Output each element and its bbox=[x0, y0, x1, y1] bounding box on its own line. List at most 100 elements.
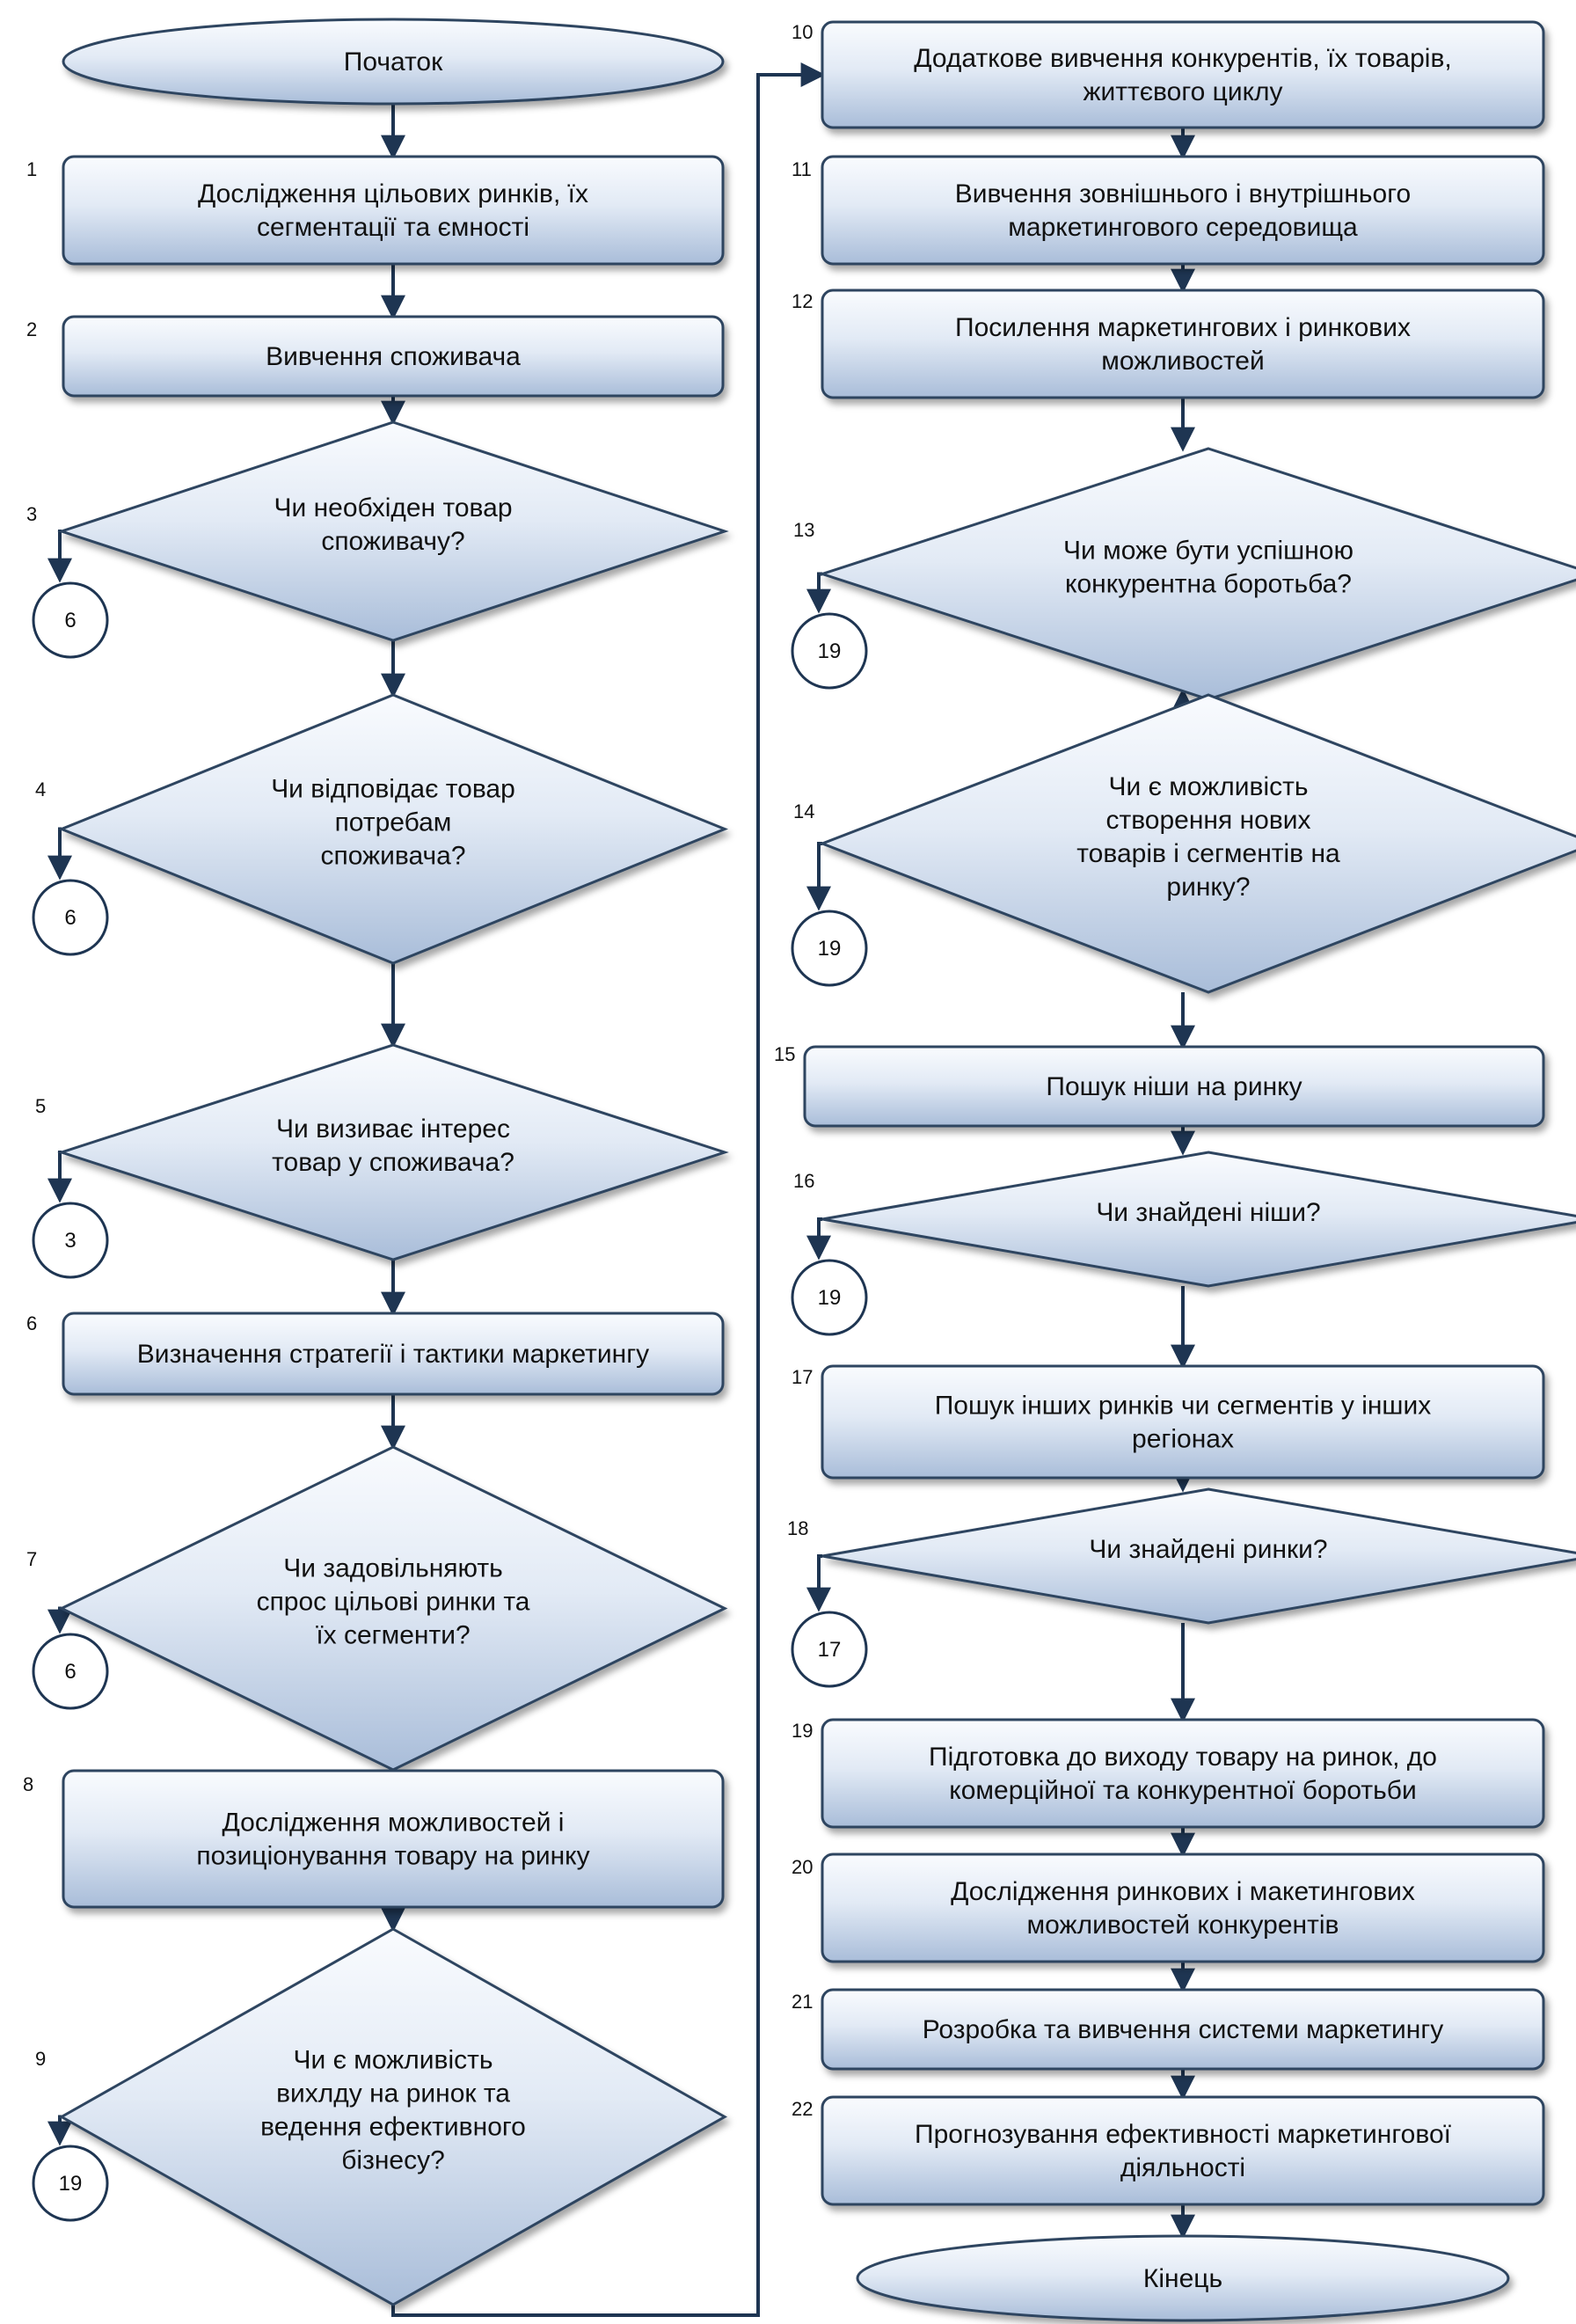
step-1-text-line: Дослідження цільових ринків, їх bbox=[198, 179, 588, 208]
process-box bbox=[62, 1312, 725, 1396]
decision-diamond bbox=[821, 1151, 1576, 1288]
step-12-text-line: можливостей bbox=[1101, 347, 1264, 376]
step-4-text-line: Чи відповідає товар bbox=[271, 775, 515, 804]
step-14-text-line: ринку? bbox=[1166, 873, 1250, 902]
step-number: 17 bbox=[792, 1366, 813, 1388]
step-number: 22 bbox=[792, 2098, 813, 2120]
step-number: 13 bbox=[793, 519, 814, 541]
step-4-text-line: потребам bbox=[335, 808, 452, 837]
step-number: 6 bbox=[26, 1312, 37, 1334]
start-shape bbox=[62, 18, 725, 106]
decision-diamond bbox=[821, 1487, 1576, 1625]
process-box bbox=[821, 2095, 1545, 2206]
process-box bbox=[803, 1045, 1545, 1128]
connector-circle bbox=[32, 1202, 109, 1279]
connector-label: 6 bbox=[64, 609, 76, 632]
step-1-text-line: сегментації та ємності bbox=[257, 213, 529, 242]
step-20-text-line: можливостей конкурентів bbox=[1027, 1911, 1339, 1940]
connector-label: 3 bbox=[64, 1229, 76, 1253]
step-number: 1 bbox=[26, 158, 37, 180]
step-7-text-line: Чи задовільняють bbox=[283, 1554, 502, 1583]
connector-circle bbox=[32, 581, 109, 659]
branch-line bbox=[47, 530, 72, 583]
start-label: Початок bbox=[344, 48, 443, 77]
step-18-text-line: Чи знайдені ринки? bbox=[1089, 1535, 1327, 1564]
branch-line bbox=[806, 1554, 831, 1612]
step-number: 10 bbox=[792, 21, 813, 43]
step-9-text-line: Чи є можливість bbox=[293, 2046, 492, 2075]
process-8: Дослідження можливостей і позиціонування … bbox=[23, 1769, 725, 1909]
branch-line bbox=[806, 572, 831, 614]
step-number: 11 bbox=[792, 158, 812, 180]
process-1: Дослідження цільових ринків, їх сегментац… bbox=[26, 155, 725, 266]
step-6-text-line: Визначення стратегії і тактики маркетинг… bbox=[137, 1340, 649, 1369]
step-number: 4 bbox=[35, 778, 46, 800]
branch-line bbox=[47, 827, 72, 881]
step-number: 15 bbox=[774, 1043, 795, 1065]
step-number: 14 bbox=[793, 800, 814, 822]
connector-circle bbox=[32, 1633, 109, 1710]
connector-label: 6 bbox=[64, 1660, 76, 1684]
step-number: 19 bbox=[792, 1720, 813, 1742]
process-box bbox=[62, 315, 725, 398]
connector-circle bbox=[32, 2145, 109, 2222]
process-6: Визначення стратегії і тактики маркетинг… bbox=[26, 1312, 725, 1396]
process-box bbox=[821, 1853, 1545, 1963]
decision-diamond bbox=[57, 420, 729, 642]
decision-diamond bbox=[58, 1927, 728, 2306]
decision-4: Чи відповідає товар потребам споживача? 4 6 bbox=[32, 693, 729, 965]
step-number: 3 bbox=[26, 503, 37, 525]
connector-label: 17 bbox=[818, 1638, 842, 1662]
step-19-text-line: комерційної та конкурентної боротьби bbox=[949, 1776, 1416, 1805]
step-16-text-line: Чи знайдені ніши? bbox=[1096, 1198, 1320, 1227]
process-21: Розробка та вивчення системи маркетингу 2… bbox=[792, 1988, 1545, 2071]
branch-line bbox=[47, 2115, 72, 2146]
connector-circle bbox=[791, 612, 868, 690]
process-22: Прогнозування ефективності маркетингової… bbox=[792, 2095, 1545, 2206]
process-10: Додаткове вивчення конкурентів, їх товар… bbox=[792, 20, 1545, 129]
connector-label: 19 bbox=[59, 2172, 83, 2196]
step-20-text-line: Дослідження ринкових і макетингових bbox=[951, 1877, 1415, 1906]
step-9-text-line: бізнесу? bbox=[341, 2146, 445, 2175]
decision-diamond bbox=[57, 1043, 729, 1261]
step-17-text-line: Пошук інших ринків чи сегментів у інших bbox=[935, 1392, 1432, 1421]
step-11-text-line: Вивчення зовнішнього і внутрішнього bbox=[955, 179, 1411, 208]
process-box bbox=[821, 1988, 1545, 2071]
process-12: Посилення маркетингових і ринковихможлив… bbox=[792, 289, 1545, 399]
step-3-text-line: Чи необхіден товар bbox=[274, 493, 512, 523]
connector-circle bbox=[791, 1611, 868, 1688]
step-14-text-line: Чи є можливість bbox=[1108, 772, 1308, 801]
process-11: Вивчення зовнішнього і внутрішньогомарке… bbox=[792, 155, 1545, 266]
step-4-text-line: споживача? bbox=[320, 842, 465, 871]
step-7-text-line: їх сегменти? bbox=[315, 1621, 470, 1650]
step-number: 9 bbox=[35, 2048, 46, 2070]
connector-circle bbox=[791, 910, 868, 987]
step-22-text-line: Прогнозування ефективності маркетингової bbox=[915, 2120, 1452, 2149]
branch-line bbox=[47, 1151, 72, 1203]
end-terminator: Кінець bbox=[856, 2234, 1510, 2322]
step-number: 7 bbox=[26, 1548, 37, 1570]
step-22-text-line: діяльності bbox=[1120, 2153, 1245, 2182]
connector-label: 6 bbox=[64, 906, 76, 930]
process-box bbox=[821, 1364, 1545, 1480]
step-10-text-line: Додаткове вивчення конкурентів, їх товар… bbox=[914, 44, 1451, 73]
step-21-text-line: Розробка та вивчення системи маркетингу bbox=[923, 2015, 1444, 2044]
step-8-text-line: позиціонування товару на ринку bbox=[196, 1842, 589, 1871]
step-number: 21 bbox=[792, 1991, 813, 2013]
cross-column-arrow bbox=[391, 62, 826, 2317]
start-terminator: Початок bbox=[62, 18, 725, 106]
step-8-text-line: Дослідження можливостей і bbox=[223, 1809, 565, 1838]
process-box bbox=[821, 289, 1545, 399]
step-number: 12 bbox=[792, 290, 813, 312]
process-19: Підготовка до виходу товару на ринок, до… bbox=[792, 1718, 1545, 1829]
process-20: Дослідження ринкових і макетингових можли… bbox=[792, 1853, 1545, 1963]
step-5-text-line: товар у споживача? bbox=[272, 1148, 514, 1177]
step-5-text-line: Чи визиває інтерес bbox=[276, 1114, 510, 1144]
